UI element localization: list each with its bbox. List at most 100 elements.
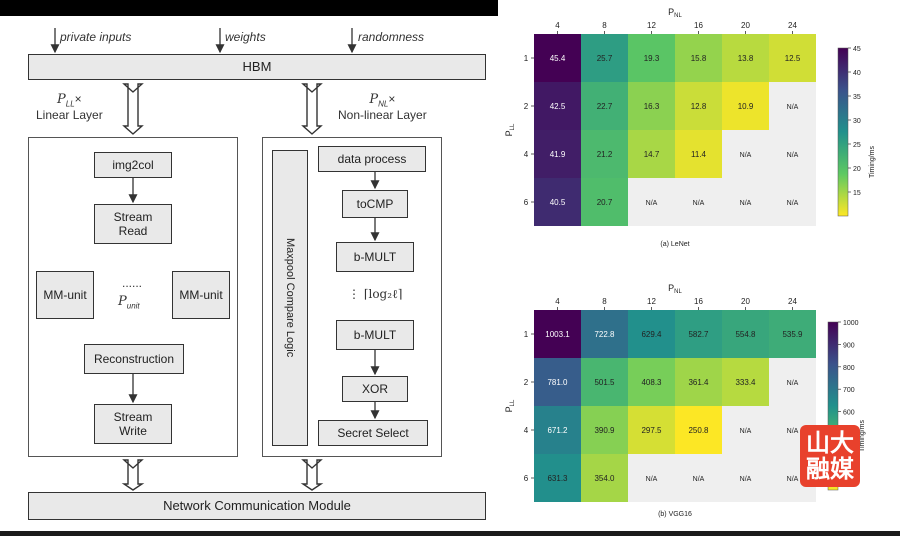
colorbar-tick-label: 800: [843, 365, 855, 372]
heatmap-cell-label: 582.7: [688, 330, 709, 339]
nonlinear-layer-panel: [262, 137, 442, 457]
hbm-block: HBM: [28, 54, 486, 80]
heatmap-cell: [675, 406, 722, 454]
double-arrow-hbm-nonlinear: [301, 83, 323, 135]
img2col-block: img2col: [94, 152, 172, 178]
heatmap-cell-label: N/A: [787, 104, 799, 111]
heatmap-cell-label: 722.8: [594, 330, 615, 339]
x-tick-label: 16: [694, 297, 703, 306]
heatmap-cell: [628, 130, 675, 178]
heatmap-cell-label: 12.8: [691, 102, 707, 111]
heatmap-cell-label: 15.8: [691, 54, 707, 63]
heatmap-cell-na: [769, 82, 816, 130]
y-tick-label: 4: [524, 150, 529, 159]
colorbar-tick-label: 40: [853, 70, 861, 77]
colorbar-tick-label: 700: [843, 387, 855, 394]
heatmap-cell: [628, 358, 675, 406]
heatmap-cell-label: N/A: [787, 200, 799, 207]
heatmap-cell-label: N/A: [646, 200, 658, 207]
heatmap-cell: [581, 406, 628, 454]
heatmap-cell-na: [722, 406, 769, 454]
heatmap-cell: [581, 310, 628, 358]
heatmap-cell-label: 45.4: [550, 54, 566, 63]
xor-block: XOR: [342, 376, 408, 402]
heatmap-cell: [769, 310, 816, 358]
heatmap-cell: [675, 130, 722, 178]
colorbar-label: Timing/ms: [869, 145, 876, 178]
heatmap-cell-label: 1003.1: [545, 330, 570, 339]
heatmap-cell-label: N/A: [693, 200, 705, 207]
colorbar-tick-label: 35: [853, 94, 861, 101]
linear-layer-panel: [28, 137, 238, 457]
y-tick-label: 1: [524, 54, 529, 63]
double-arrow-hbm-linear: [122, 83, 144, 135]
heatmap-cell-label: 408.3: [641, 378, 662, 387]
heatmap-cell: [581, 358, 628, 406]
heatmap-cell: [581, 34, 628, 82]
heatmap-cell-label: N/A: [787, 476, 799, 483]
watermark-logo: 山大融媒: [800, 425, 860, 487]
x-tick-label: 24: [788, 297, 797, 306]
heatmap-cell: [534, 130, 581, 178]
colorbar: [837, 47, 849, 217]
heatmap-cell-na: [722, 454, 769, 502]
x-tick-label: 20: [741, 297, 750, 306]
maxpool-compare-logic-block: Maxpool Compare Logic: [272, 150, 308, 446]
heatmap-cell-label: 354.0: [594, 474, 615, 483]
mm-unit-dots: ......: [122, 276, 143, 290]
heatmap-cell: [534, 178, 581, 226]
heatmap-cell: [534, 406, 581, 454]
x-tick-label: 8: [602, 21, 607, 30]
heatmap-cell: [628, 406, 675, 454]
heatmap-cell: [675, 358, 722, 406]
heatmap-cell-label: 629.4: [641, 330, 662, 339]
tocmp-block: toCMP: [342, 190, 408, 218]
heatmap-cell: [675, 310, 722, 358]
x-axis-label: PNL: [668, 7, 682, 19]
linear-layer-label: PLL× Linear Layer: [36, 92, 103, 123]
heatmap-cell-label: 361.4: [688, 378, 709, 387]
heatmap-cell-label: 25.7: [597, 54, 613, 63]
nonlinear-layer-label: PNL× Non-linear Layer: [338, 92, 427, 123]
heatmap-cell-label: 20.7: [597, 198, 613, 207]
colorbar: [827, 321, 839, 491]
heatmap-cell-label: 14.7: [644, 150, 660, 159]
b-mult-block-2: b-MULT: [336, 320, 414, 350]
heatmap-cell-label: 297.5: [641, 426, 662, 435]
heatmap-cell: [581, 178, 628, 226]
heatmap-caption: (b) VGG16: [658, 511, 692, 518]
heatmap-cell-label: N/A: [740, 152, 752, 159]
heatmap-cell: [628, 82, 675, 130]
heatmap-cell-label: N/A: [646, 476, 658, 483]
architecture-diagram: private inputs weights randomness HBM PL…: [0, 0, 498, 531]
heatmap-cell-label: 250.8: [688, 426, 709, 435]
x-tick-label: 20: [741, 21, 750, 30]
x-tick-label: 8: [602, 297, 607, 306]
heatmap-cell-label: 781.0: [547, 378, 568, 387]
heatmap-cell-label: 12.5: [785, 54, 801, 63]
double-arrow-linear-network: [121, 459, 145, 491]
heatmap-cell-na: [628, 178, 675, 226]
input-weights: weights: [225, 30, 266, 44]
log-loop-label: ⋮ ⌈log₂ℓ⌉: [348, 287, 403, 301]
x-tick-label: 12: [647, 297, 656, 306]
heatmap-cell: [722, 82, 769, 130]
mm-unit-left-block: MM-unit: [36, 271, 94, 319]
x-tick-label: 4: [555, 21, 560, 30]
colorbar-tick-label: 15: [853, 190, 861, 197]
input-randomness: randomness: [358, 30, 425, 44]
secret-select-block: Secret Select: [318, 420, 428, 446]
heatmap-cell-label: 554.8: [735, 330, 756, 339]
y-tick-label: 1: [524, 330, 529, 339]
heatmap-cell: [534, 82, 581, 130]
colorbar-label: Timing/ms: [859, 419, 866, 452]
heatmap-cell: [534, 454, 581, 502]
heatmap-cell-label: 19.3: [644, 54, 660, 63]
heatmap-cell-label: 11.4: [691, 150, 707, 159]
x-tick-label: 4: [555, 297, 560, 306]
heatmap-cell-label: 22.7: [597, 102, 613, 111]
mm-unit-right-block: MM-unit: [172, 271, 230, 319]
heatmap-cell: [675, 34, 722, 82]
heatmap-cell: [534, 358, 581, 406]
heatmap-caption: (a) LeNet: [660, 241, 689, 248]
